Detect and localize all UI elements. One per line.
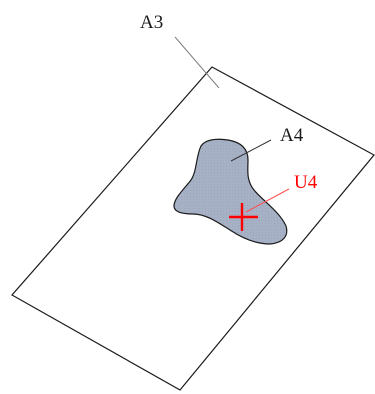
plane-label: A3 bbox=[140, 12, 163, 33]
region-shape bbox=[173, 138, 288, 245]
point-label: U4 bbox=[294, 172, 318, 193]
region-label-leader bbox=[230, 139, 272, 162]
plane-outline bbox=[11, 66, 375, 391]
plane-label-leader bbox=[174, 36, 220, 89]
point-marker bbox=[229, 203, 258, 231]
region-label: A4 bbox=[280, 125, 304, 146]
point-label-leader bbox=[245, 188, 290, 213]
